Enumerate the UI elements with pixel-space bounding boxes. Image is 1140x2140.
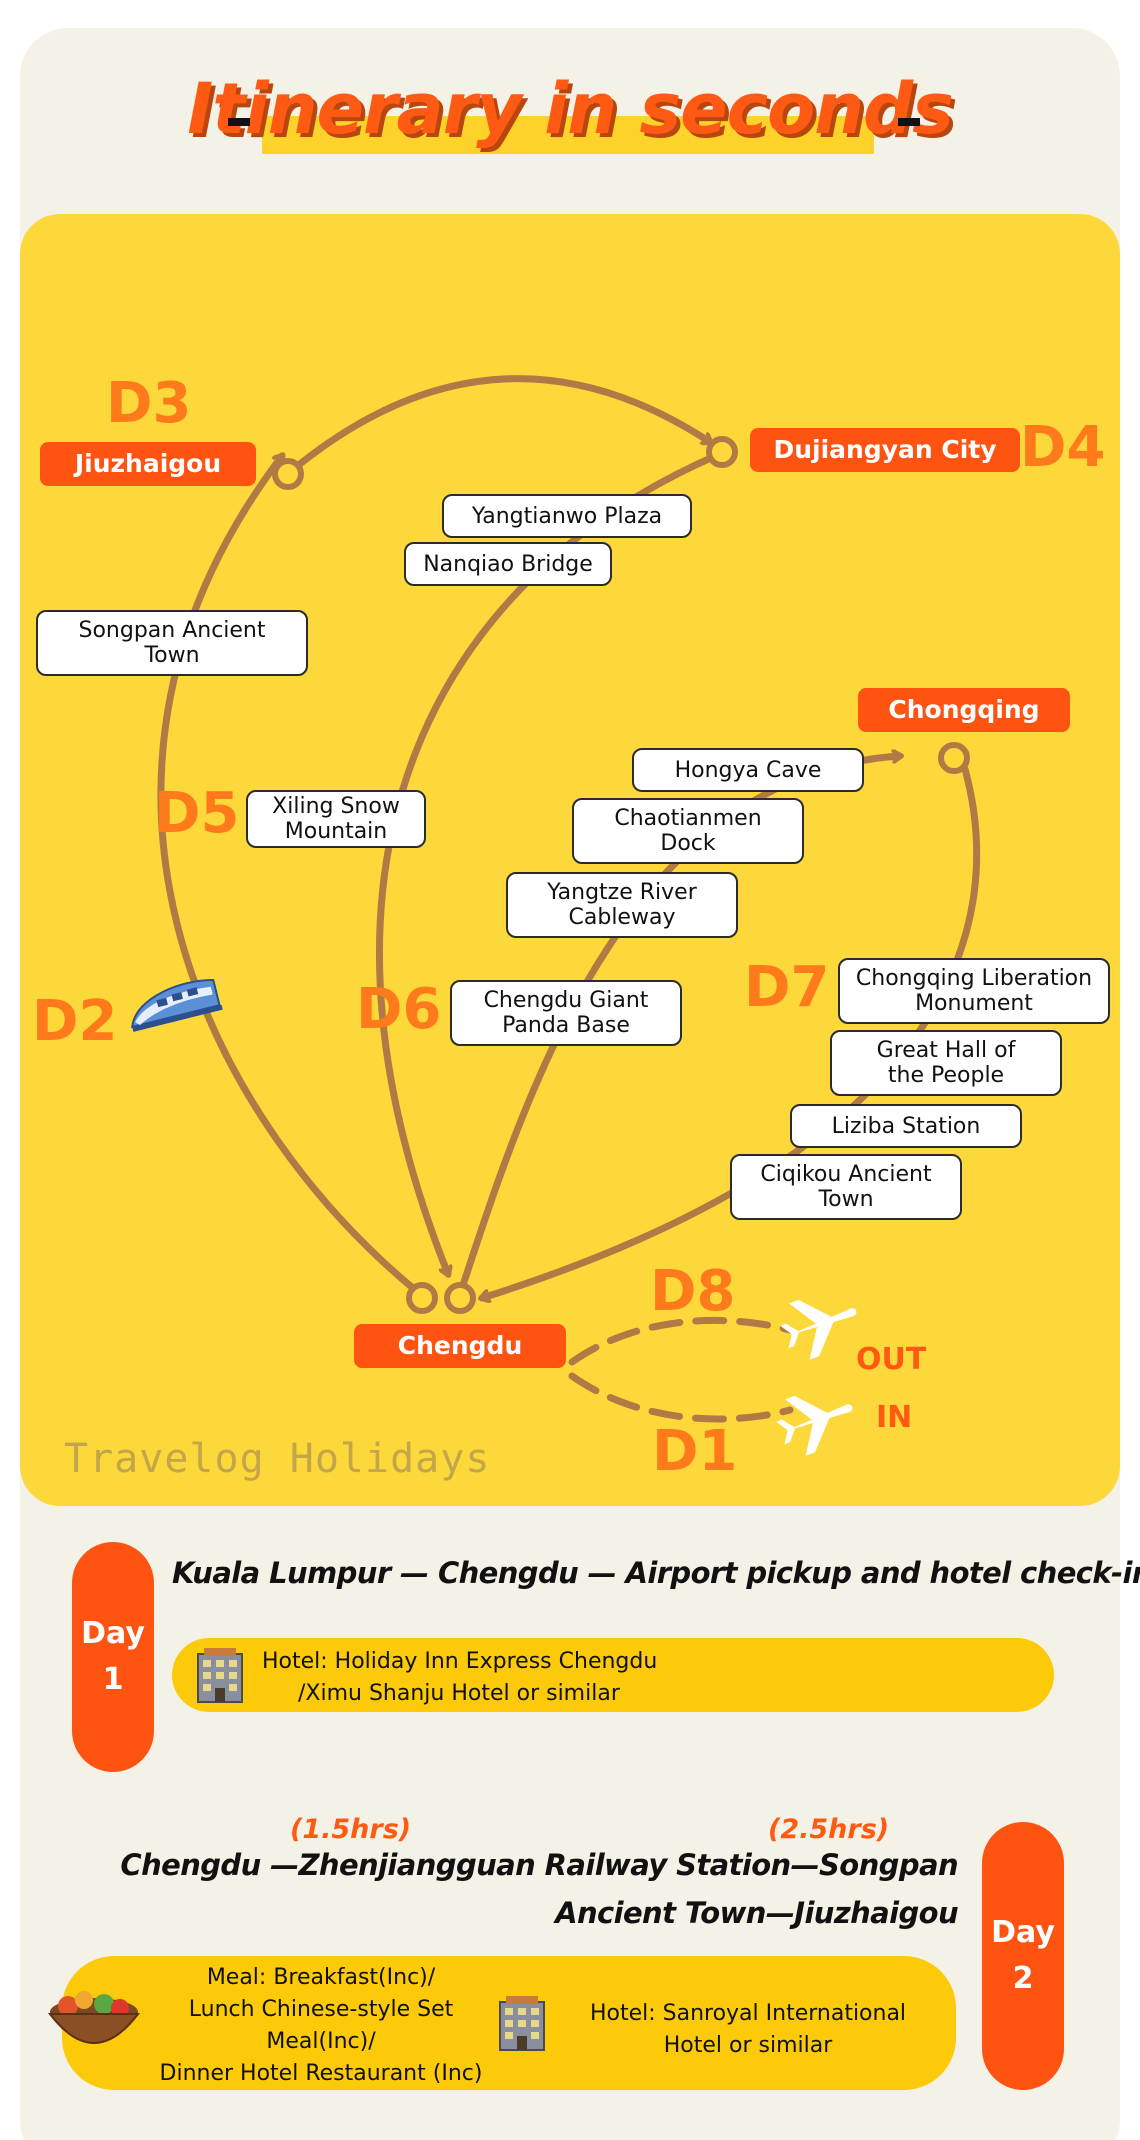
route-map: D3 D4 D5 D2 D6 D7 D8 D1 Jiuzhaigou Dujia…: [20, 214, 1120, 1506]
brand-watermark: Travelog Holidays: [64, 1436, 491, 1482]
day-2-duration-2: (2.5hrs): [768, 1814, 890, 1845]
label-in: IN: [876, 1400, 913, 1435]
title-highlight: [262, 116, 874, 154]
city-jiuzhaigou: Jiuzhaigou: [40, 442, 256, 486]
hotel-icon-day-2: [499, 1996, 545, 2051]
airplane-icon-out: [780, 1299, 857, 1360]
title-block: Itinerary in seconds: [0, 68, 1140, 168]
city-chengdu: Chengdu: [354, 1324, 566, 1368]
stop-chengdu-b: [444, 1282, 476, 1314]
page-title: Itinerary in seconds: [187, 68, 954, 150]
route-flight-out: [568, 1316, 794, 1366]
poi-yangtianwo-plaza: Yangtianwo Plaza: [442, 494, 692, 538]
day-label-d3: D3: [106, 371, 192, 436]
day-label-d8: D8: [650, 1259, 736, 1324]
day-2-duration-1: (1.5hrs): [290, 1814, 412, 1845]
poi-chongqing-liberation-monument: Chongqing Liberation Monument: [838, 958, 1110, 1024]
day-label-d6: D6: [356, 977, 442, 1042]
day-2-meal-line-1: Meal: Breakfast(Inc)/: [206, 1965, 436, 1990]
day-2-number: 2: [1012, 1961, 1034, 1996]
food-bowl-icon: [47, 1991, 141, 2044]
poi-hongya-cave: Hongya Cave: [632, 748, 864, 792]
hotel-icon: [197, 1648, 243, 1703]
poi-xiling-snow-mountain: Xiling Snow Mountain: [246, 790, 426, 848]
poi-ciqikou-ancient-town: Ciqikou Ancient Town: [730, 1154, 962, 1220]
city-dujiangyan: Dujiangyan City: [750, 428, 1020, 472]
day-2-meal-line-4: Dinner Hotel Restaurant (Inc): [159, 2061, 483, 2086]
poi-chaotianmen-dock: Chaotianmen Dock: [572, 798, 804, 864]
stop-dujiangyan: [706, 436, 738, 468]
day-2-route-line-2: Ancient Town—Jiuzhaigou: [555, 1896, 958, 1930]
title-dash-right: [898, 118, 920, 126]
day-2-hotel-line-2: Hotel or similar: [663, 2033, 833, 2058]
high-speed-train-icon: [131, 978, 223, 1032]
label-out: OUT: [856, 1342, 927, 1377]
poi-liziba-station: Liziba Station: [790, 1104, 1022, 1148]
route-chengdu-jiuzhaigou: [157, 456, 424, 1298]
poi-chengdu-giant-panda-base: Chengdu Giant Panda Base: [450, 980, 682, 1046]
day-label-d2: D2: [32, 989, 118, 1054]
day-1-number: 1: [102, 1662, 124, 1697]
day-1-hotel-line-2: /Ximu Shanju Hotel or similar: [298, 1681, 620, 1706]
airplane-icon-in: [776, 1395, 853, 1456]
poi-songpan-ancient-town: Songpan Ancient Town: [36, 610, 308, 676]
day-label-d4: D4: [1020, 415, 1106, 480]
stop-jiuzhaigou: [272, 458, 304, 490]
day-2-meal-line-3: Meal(Inc)/: [266, 2029, 376, 2054]
route-jiuzhaigou-dujiangyan: [286, 375, 710, 476]
day-1-hotel-bar: [172, 1638, 1054, 1712]
day-1-hotel-line-1: Hotel: Holiday Inn Express Chengdu: [262, 1649, 658, 1674]
day-1-route: Kuala Lumpur — Chengdu — Airport pickup …: [172, 1556, 1140, 1590]
stop-chongqing: [938, 742, 970, 774]
day-2-word: Day: [991, 1915, 1055, 1950]
day-2-badge: Day 2: [982, 1822, 1064, 2090]
day-label-d1: D1: [652, 1419, 738, 1484]
poi-nanqiao-bridge: Nanqiao Bridge: [404, 542, 612, 586]
stop-chengdu-a: [406, 1282, 438, 1314]
day-1-word: Day: [81, 1616, 145, 1651]
city-chongqing: Chongqing: [858, 688, 1070, 732]
poi-great-hall-of-the-people: Great Hall of the People: [830, 1030, 1062, 1096]
title-dash-left: [228, 118, 250, 126]
day-1-badge: Day 1: [72, 1542, 154, 1772]
day-2-hotel-line-1: Hotel: Sanroyal International: [589, 2001, 907, 2026]
route-flight-in: [568, 1372, 794, 1423]
day-2-route-line-1: Chengdu —Zhenjiangguan Railway Station—S…: [120, 1848, 958, 1882]
day-label-d5: D5: [154, 781, 240, 846]
day-2-meal-line-2: Lunch Chinese-style Set: [188, 1997, 454, 2022]
poi-yangtze-river-cableway: Yangtze River Cableway: [506, 872, 738, 938]
day-label-d7: D7: [744, 955, 830, 1020]
